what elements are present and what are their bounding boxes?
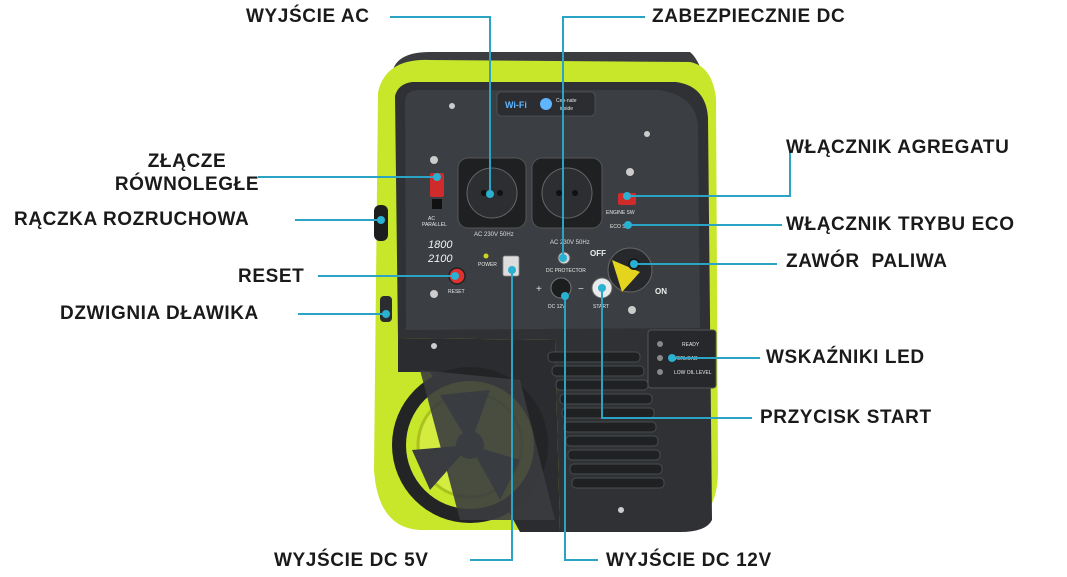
power-rating-1: 1800 (428, 239, 453, 251)
led-ready-text: READY (682, 342, 700, 348)
label-parallel-line-1: ZŁĄCZE (147, 151, 227, 172)
ac-socket-right (531, 157, 603, 229)
label-led-indicators: WSKAŹNIKI LED (766, 347, 925, 368)
vent-grille (547, 351, 665, 489)
label-fuel-valve: ZAWÓR PALIWA (786, 251, 948, 272)
engine-sw-text: ENGINE SW (606, 210, 635, 216)
label-ac-output: WYJŚCIE AC (246, 6, 370, 27)
led-oil-text: LOW OIL LEVEL (674, 370, 712, 376)
wifi-icon (540, 98, 552, 110)
label-dc12v-output: WYJŚCIE DC 12V (606, 550, 772, 571)
valve-on-text: ON (655, 287, 667, 296)
ac-parallel-text-1: AC (428, 216, 435, 222)
label-reset: RESET (238, 266, 305, 287)
start-text: START (593, 304, 609, 310)
power-rating-2: 2100 (427, 253, 453, 265)
fuel-valve[interactable] (607, 247, 653, 293)
connect-text-1: Cen-nate (556, 98, 577, 104)
parallel-connector-red (430, 173, 444, 197)
dc-minus: − (578, 284, 584, 295)
leader-dc-fuse (562, 16, 645, 258)
ac-parallel-text-2: PARALLEL (422, 222, 447, 228)
label-parallel-line-2: RÓWNOLEGŁE (114, 174, 260, 195)
leader-dc5v (470, 270, 513, 561)
connect-text-2: inside (560, 106, 573, 112)
power-led (483, 253, 489, 259)
dc-protector-text: DC PROTECTOR (546, 268, 586, 274)
panel-screws (430, 103, 650, 513)
leader-lines (258, 16, 791, 561)
leader-ac-out (390, 16, 491, 194)
label-dc5v-output: WYJŚCIE DC 5V (274, 550, 429, 571)
label-eco-switch: WŁĄCZNIK TRYBU ECO (786, 214, 1015, 235)
label-parallel-connector: ZŁĄCZE RÓWNOLEGŁE (112, 150, 262, 196)
choke-lever (380, 296, 392, 322)
parallel-connector-black (432, 199, 442, 209)
label-recoil-handle: RĄCZKA ROZRUCHOWA (14, 209, 250, 230)
power-text: POWER (478, 262, 497, 268)
wheel (392, 367, 555, 523)
label-start-button: PRZYCISK START (760, 407, 932, 428)
dc-plus: + (536, 284, 542, 295)
eco-sw-text: ECO SW (610, 224, 631, 230)
wifi-text: Wi-Fi (505, 100, 527, 110)
leader-start (601, 288, 752, 419)
reset-text: RESET (448, 289, 465, 295)
dc12v-text: DC 12V (548, 304, 566, 310)
ac-rating-right: AC 230V 50Hz (550, 240, 590, 246)
ac-rating-left: AC 230V 50Hz (474, 232, 514, 238)
label-choke-lever: DZWIGNIA DŁAWIKA (60, 303, 259, 324)
valve-off-text: OFF (590, 249, 606, 258)
label-dc-fuse: ZABEZPIECZNIE DC (652, 6, 846, 27)
leader-dc12v (564, 296, 598, 561)
leader-main-switch (627, 150, 791, 197)
leader-dots (377, 173, 676, 362)
label-main-switch: WŁĄCZNIK AGREGATU (786, 137, 1010, 158)
